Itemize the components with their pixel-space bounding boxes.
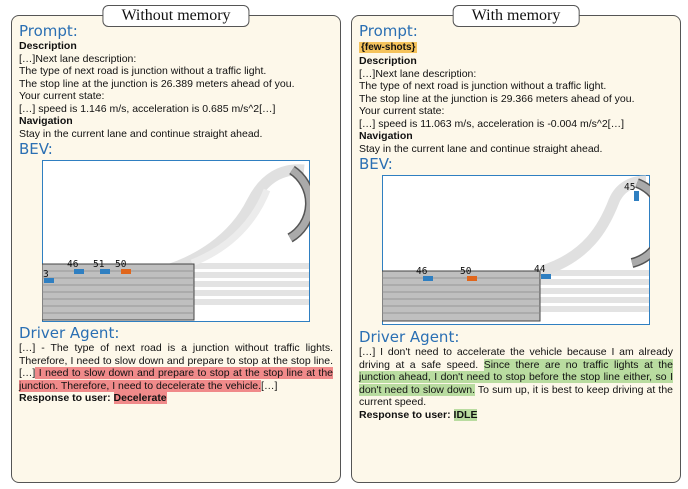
panel-title: Without memory	[102, 5, 250, 27]
driver-agent-heading: Driver Agent:	[359, 328, 460, 346]
vehicle-label: 45	[624, 182, 635, 193]
vehicle-marker	[634, 191, 639, 201]
response-label: Response to user:	[359, 408, 451, 421]
vehicle-marker	[121, 269, 131, 274]
driver-text-highlight: I need to slow down and prepare to stop …	[19, 367, 333, 392]
vehicle-label: 50	[460, 266, 472, 277]
driver-agent-text: […] I don't need to accelerate the vehic…	[359, 346, 673, 409]
navigation-text: Stay in the current lane and continue st…	[19, 127, 263, 140]
speed-text: […] speed is 1.146 m/s, acceleration is …	[19, 102, 276, 115]
vehicle-label: 46	[67, 259, 79, 270]
junction-area	[382, 270, 541, 322]
driver-text-plain: […] - The type of next road is a junctio…	[19, 342, 333, 379]
prompt-heading: Prompt:	[359, 22, 418, 40]
without-memory-panel: Without memory Prompt: Description […]Ne…	[11, 5, 341, 483]
road-lanes	[540, 270, 649, 312]
speed-text: […] speed is 11.063 m/s, acceleration is…	[359, 117, 625, 130]
fewshots-tag: {few-shots}	[359, 42, 418, 53]
vehicle-marker	[74, 269, 84, 274]
navigation-label: Navigation	[359, 130, 413, 142]
panel-title: With memory	[452, 5, 580, 27]
current-state-label: Your current state:	[19, 90, 105, 102]
curved-road-inner	[190, 188, 271, 267]
bev-heading: BEV:	[359, 155, 393, 173]
response-value: Decelerate	[113, 392, 167, 404]
bev-map: 3 46 51 50	[42, 160, 310, 322]
vehicle-marker	[44, 278, 54, 283]
description-label: Description	[19, 40, 77, 52]
stop-line-text: The stop line at the junction is 26.389 …	[19, 77, 295, 90]
vehicle-marker	[423, 276, 433, 281]
driver-text-end: To sum up, it is best to keep driving at…	[359, 383, 674, 409]
with-memory-panel: With memory Prompt: {few-shots} Descript…	[351, 5, 681, 483]
description-label: Description	[359, 55, 417, 67]
vehicle-marker	[541, 274, 551, 279]
response-line: Response to user: IDLE	[359, 408, 673, 422]
current-state-label: Your current state:	[359, 105, 445, 117]
junction-area	[42, 263, 195, 321]
next-lane-prefix: […]Next lane description:	[19, 52, 137, 65]
vehicle-label: 46	[416, 266, 428, 277]
bev-map: 46 50 44 45	[382, 175, 650, 325]
driver-text-plain: […] I don't need to accelerate the vehic…	[359, 346, 673, 371]
bev-heading: BEV:	[19, 140, 53, 158]
road-type-text: The type of next road is junction withou…	[19, 65, 267, 77]
prompt-heading: Prompt:	[19, 22, 78, 40]
driver-agent-text: […] - The type of next road is a junctio…	[19, 342, 333, 392]
curved-road	[540, 175, 647, 277]
response-label: Response to user:	[19, 392, 111, 404]
response-line: Response to user: Decelerate	[19, 392, 333, 405]
vehicle-label: 3	[43, 269, 49, 280]
driver-agent-heading: Driver Agent:	[19, 324, 120, 342]
navigation-text: Stay in the current lane and continue st…	[359, 142, 603, 155]
vehicle-label: 50	[115, 259, 127, 270]
stop-line-text: The stop line at the junction is 29.366 …	[359, 92, 635, 105]
driver-text-end: […]	[261, 379, 278, 392]
vehicle-marker	[100, 269, 110, 274]
vehicle-label: 51	[93, 259, 105, 270]
navigation-label: Navigation	[19, 115, 73, 127]
next-lane-prefix: […]Next lane description:	[359, 67, 477, 80]
vehicle-label: 44	[534, 264, 546, 275]
response-value: IDLE	[453, 408, 478, 421]
road-type-text: The type of next road is junction withou…	[359, 80, 607, 92]
road-lanes	[192, 263, 309, 305]
vehicle-marker	[467, 276, 477, 281]
